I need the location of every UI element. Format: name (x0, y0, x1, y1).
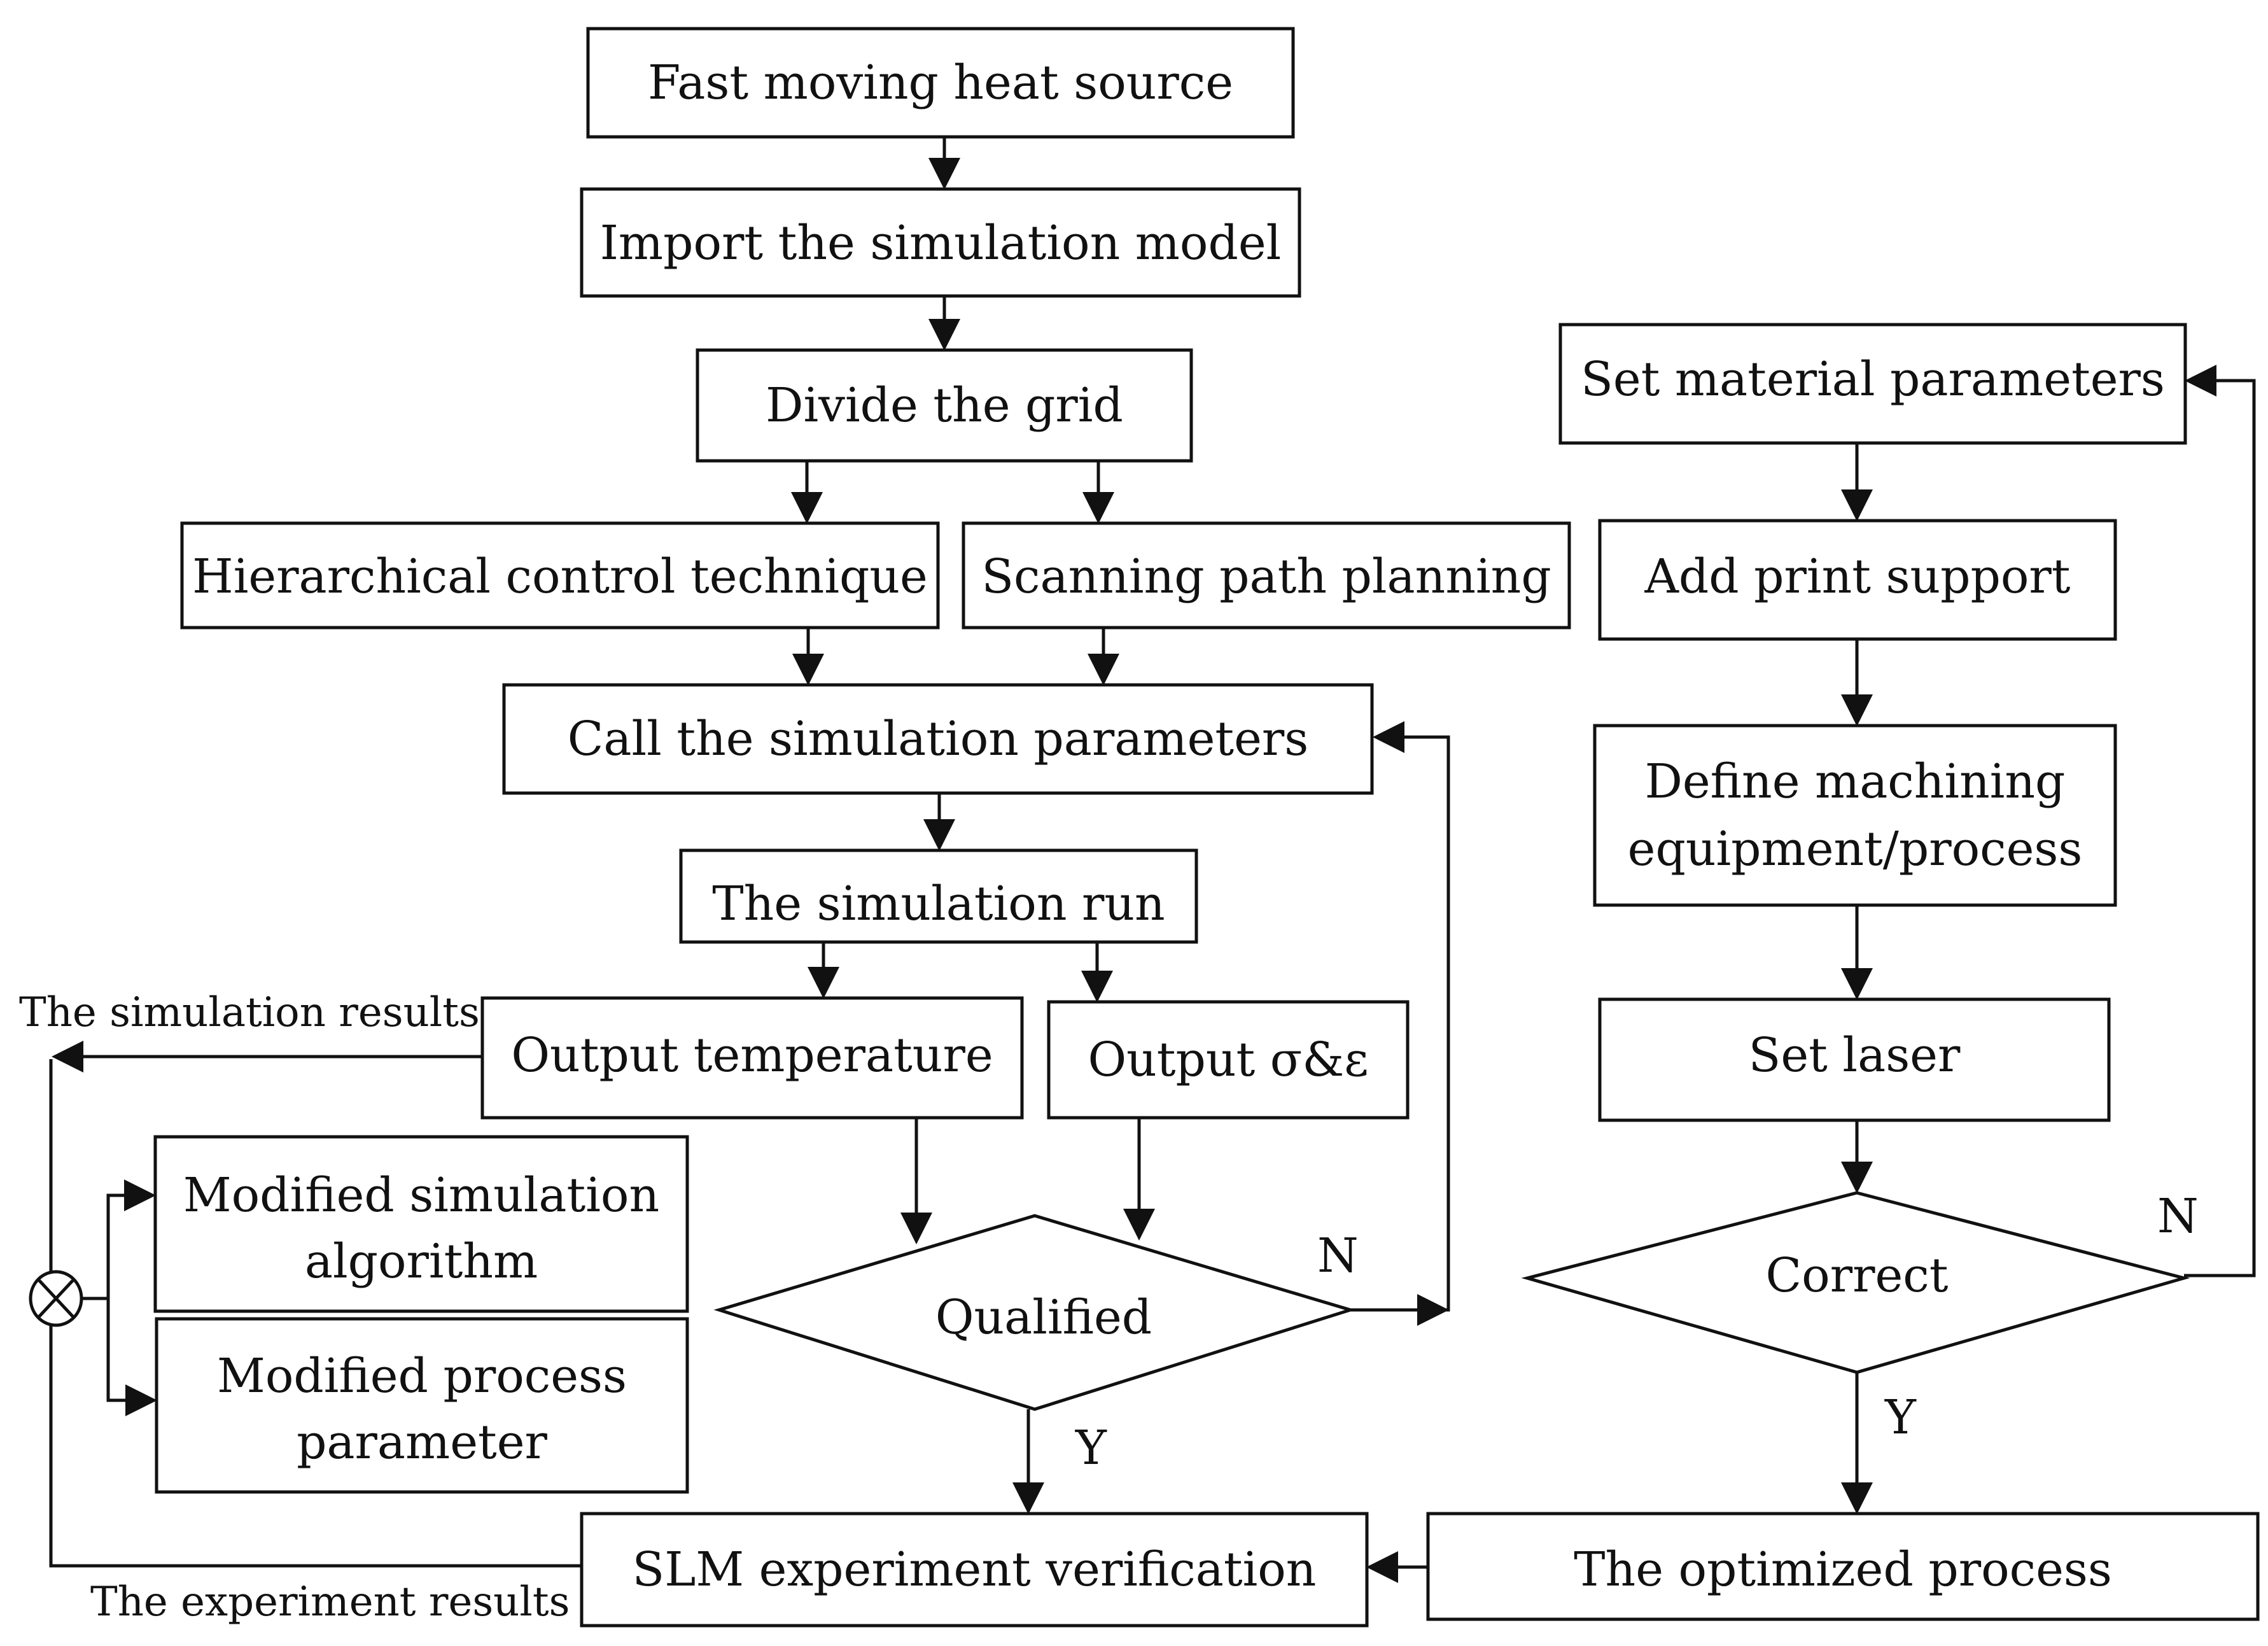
node-optimized-process-label: The optimized process (1574, 1542, 2112, 1597)
node-scanning-path: Scanning path planning (962, 521, 1571, 630)
node-define-machining: Define machining equipment/process (1593, 724, 2117, 907)
node-call-params: Call the simulation parameters (502, 683, 1374, 795)
node-import-model-label: Import the simulation model (600, 216, 1282, 271)
node-output-stress-strain-label: Output σ&ε (1088, 1032, 1368, 1087)
node-define-machining-line-2: equipment/process (1628, 822, 2083, 876)
node-output-stress-strain: Output σ&ε (1047, 1000, 1410, 1120)
node-modified-process-line-2: parameter (297, 1415, 547, 1470)
node-set-material-label: Set material parameters (1581, 352, 2165, 407)
decision-qualified: Qualified (713, 1214, 1356, 1411)
label-qualified-no: N (1317, 1228, 1359, 1283)
node-output-temperature-label: Output temperature (511, 1028, 993, 1083)
node-modified-process-line-1: Modified process (217, 1349, 627, 1403)
node-heat-source-label: Fast moving heat source (648, 55, 1233, 110)
node-slm-verification: SLM experiment verification (580, 1512, 1369, 1628)
node-set-laser-label: Set laser (1749, 1028, 1961, 1083)
node-define-machining-line-1: Define machining (1645, 754, 2066, 809)
edge-comparator-to-process (80, 1297, 157, 1416)
label-correct-yes: Y (1884, 1390, 1917, 1445)
node-sim-run: The simulation run (679, 848, 1198, 944)
label-qualified-yes: Y (1075, 1421, 1107, 1475)
node-call-params-label: Call the simulation parameters (568, 712, 1309, 766)
label-correct-no: N (2157, 1189, 2199, 1244)
label-simulation-results: The simulation results (19, 989, 480, 1036)
node-scanning-path-label: Scanning path planning (981, 549, 1551, 604)
node-divide-grid: Divide the grid (696, 348, 1193, 463)
node-import-model: Import the simulation model (580, 187, 1301, 298)
node-modified-algorithm-line-1: Modified simulation (183, 1168, 659, 1223)
node-sim-run-label: The simulation run (712, 876, 1165, 931)
label-experiment-results: The experiment results (90, 1579, 570, 1626)
node-hierarchical-control: Hierarchical control technique (180, 521, 940, 630)
edge-slm-to-exp-results (49, 1059, 582, 1568)
node-modified-algorithm: Modified simulation algorithm (153, 1135, 689, 1313)
node-modified-algorithm-line-2: algorithm (305, 1234, 538, 1289)
node-hierarchical-control-label: Hierarchical control technique (192, 549, 928, 604)
node-heat-source: Fast moving heat source (586, 27, 1295, 139)
decision-qualified-label: Qualified (935, 1290, 1152, 1345)
node-set-laser: Set laser (1598, 997, 2111, 1122)
node-set-material: Set material parameters (1558, 323, 2187, 445)
decision-correct: Correct (1521, 1191, 2190, 1374)
edge-correct-no-to-material (2184, 365, 2256, 1277)
node-optimized-process: The optimized process (1426, 1512, 2260, 1621)
node-output-temperature: Output temperature (480, 996, 1024, 1120)
node-add-support: Add print support (1598, 519, 2117, 641)
decision-correct-label: Correct (1766, 1248, 1949, 1303)
node-divide-grid-label: Divide the grid (766, 378, 1123, 433)
node-slm-verification-label: SLM experiment verification (633, 1542, 1317, 1597)
circled-times-icon (29, 1270, 83, 1327)
edge-qualified-no-to-call (1350, 721, 1450, 1312)
node-modified-process: Modified process parameter (155, 1317, 689, 1494)
node-add-support-label: Add print support (1644, 549, 2070, 604)
edge-comparator-to-algorithm (80, 1179, 156, 1300)
